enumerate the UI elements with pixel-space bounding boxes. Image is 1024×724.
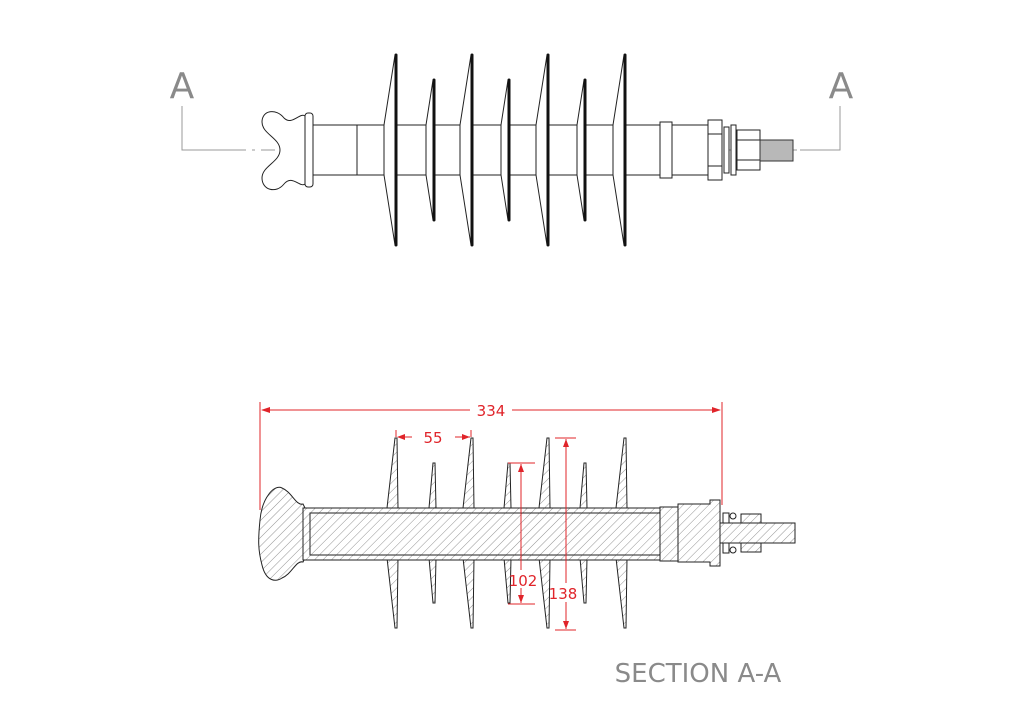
section-mark-left: A xyxy=(170,66,195,107)
washer xyxy=(723,126,730,174)
lock-nut xyxy=(736,129,761,171)
hex-nut xyxy=(707,119,723,181)
crimp-sleeve-left xyxy=(312,124,358,176)
section-title: SECTION A-A xyxy=(615,659,782,689)
collar xyxy=(659,121,673,179)
section-shed-down xyxy=(576,557,588,604)
dim-overall-length: 334 xyxy=(477,402,506,420)
crimp-sleeve-right xyxy=(671,124,709,176)
section-view xyxy=(258,437,796,629)
section-line-left xyxy=(181,106,232,151)
section-shed-up xyxy=(383,437,399,509)
section-shed-up xyxy=(425,462,437,509)
section-shed-up xyxy=(612,437,628,509)
section-line-right xyxy=(800,106,841,151)
section-nut-bottom xyxy=(740,542,762,553)
dim-shed-spacing: 55 xyxy=(423,429,442,447)
dim-large-shed-diameter: 138 xyxy=(549,585,578,603)
section-shed-down xyxy=(425,557,437,604)
lock-washer xyxy=(730,124,737,176)
threaded-rod xyxy=(759,139,794,162)
section-mark-right: A xyxy=(829,66,854,107)
fitting-flange xyxy=(304,112,314,188)
section-end-cap xyxy=(677,499,721,567)
clevis-end-fitting xyxy=(261,111,306,191)
section-threaded-rod xyxy=(719,522,796,544)
section-shed-up xyxy=(576,462,588,509)
section-end-fitting xyxy=(258,486,306,581)
section-shed-down xyxy=(612,557,628,629)
dim-small-shed-diameter: 102 xyxy=(509,572,538,590)
section-shed-up xyxy=(459,437,475,509)
section-nut-top xyxy=(740,513,762,524)
elevation-view: A A xyxy=(170,53,854,247)
section-core-rod xyxy=(309,512,679,556)
section-collar xyxy=(659,506,679,562)
section-shed-up xyxy=(535,437,551,509)
section-shed-down xyxy=(383,557,399,629)
sheds-elevation xyxy=(383,53,627,247)
section-shed-down xyxy=(459,557,475,629)
dimensions: 334 55 102 138 xyxy=(259,402,723,631)
section-shed-up xyxy=(500,462,512,509)
